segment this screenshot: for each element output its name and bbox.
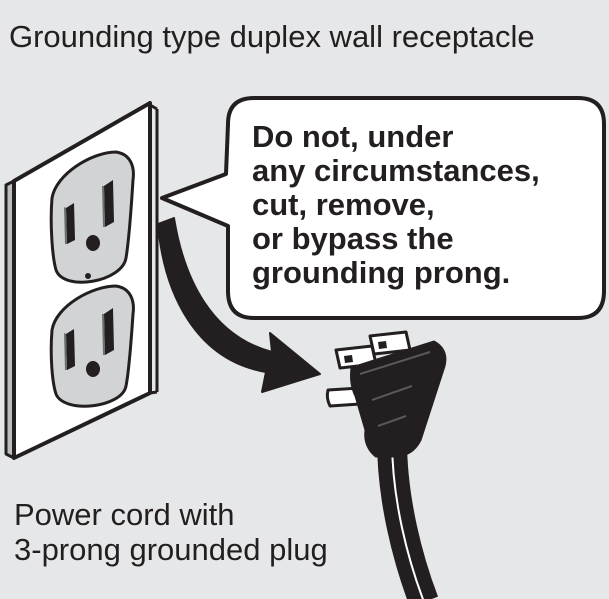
lower-ground-hole xyxy=(86,361,100,377)
lower-slot-right xyxy=(104,308,114,355)
lower-outlet xyxy=(49,284,135,408)
upper-slot-left xyxy=(66,203,75,244)
warning-text: Do not, under any circumstances, cut, re… xyxy=(252,120,592,290)
plug-label-line: Power cord with xyxy=(14,497,235,532)
warning-line: any circumstances, xyxy=(252,153,540,188)
plate-screw xyxy=(85,273,91,279)
warning-line: cut, remove, xyxy=(252,187,435,222)
lower-slot-left xyxy=(66,329,75,370)
warning-line: or bypass the xyxy=(252,221,454,256)
warning-line: grounding prong. xyxy=(252,255,511,290)
plug-body xyxy=(350,340,447,458)
three-prong-plug-icon xyxy=(325,330,447,599)
upper-ground-hole xyxy=(86,235,100,251)
duplex-receptacle-icon xyxy=(4,101,159,460)
power-cord xyxy=(377,439,439,599)
warning-bubble-shape xyxy=(160,96,606,320)
upper-slot-right xyxy=(104,180,114,227)
plug-label-line: 3-prong grounded plug xyxy=(14,532,328,567)
receptacle-label: Grounding type duplex wall receptacle xyxy=(9,19,535,54)
warning-bubble xyxy=(160,96,606,320)
plug-label: Power cord with 3-prong grounded plug xyxy=(14,497,328,567)
curved-arrow-icon xyxy=(157,217,321,393)
warning-line: Do not, under xyxy=(252,119,454,154)
upper-outlet xyxy=(49,150,135,284)
